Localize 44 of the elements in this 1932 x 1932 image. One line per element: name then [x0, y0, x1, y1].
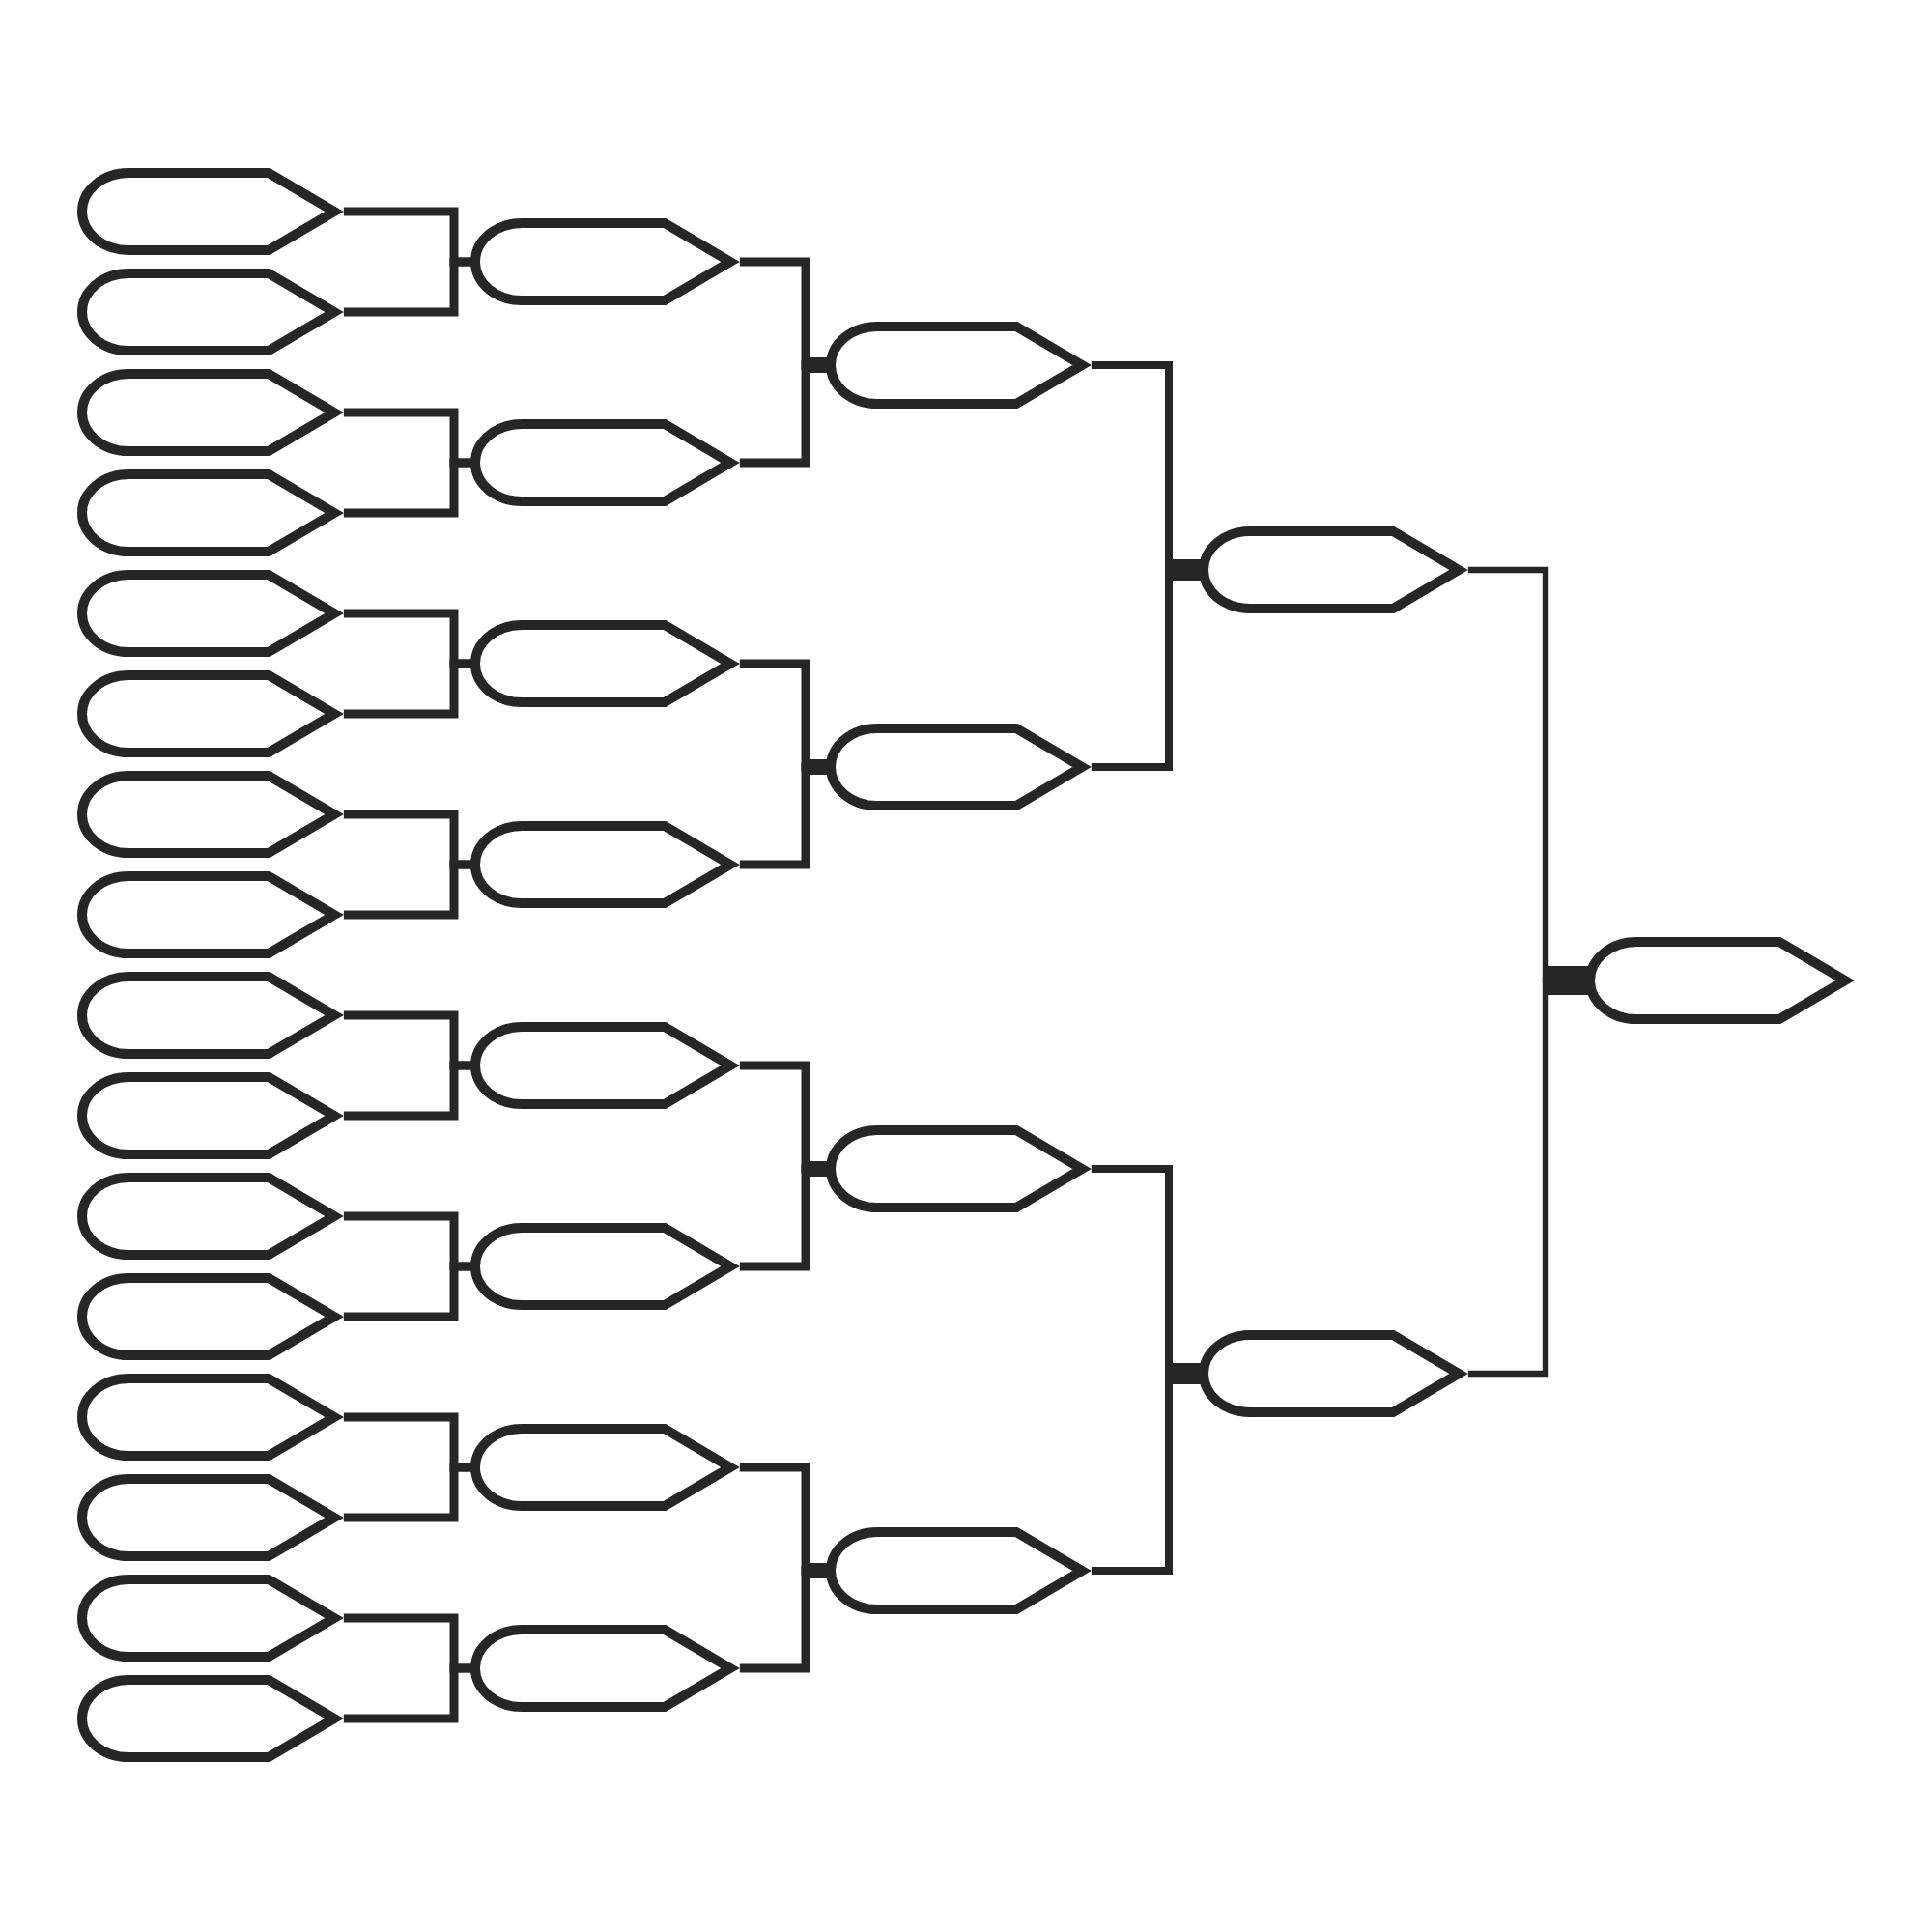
bracket-slot [77, 1072, 339, 1159]
bracket-slot [826, 1125, 1087, 1212]
bracket-slot [77, 168, 339, 255]
bracket-line [1467, 977, 1590, 1378]
bracket-slot [77, 1374, 339, 1461]
bracket-slot [470, 620, 735, 707]
bracket-slot [1585, 937, 1850, 1024]
bracket-line [343, 860, 475, 920]
bracket-slot [826, 1527, 1087, 1614]
bracket-slot [470, 1223, 735, 1310]
bracket-slot [77, 1273, 339, 1360]
bracket-line [343, 257, 475, 317]
bracket-slot [77, 1575, 339, 1662]
bracket-slot [77, 771, 339, 858]
bracket-slot [1199, 1330, 1463, 1418]
bracket-slot [826, 724, 1087, 810]
bracket-slot [470, 1022, 735, 1109]
bracket-slot [77, 269, 339, 355]
bracket-slot [77, 369, 339, 456]
bracket-slot [470, 218, 735, 305]
bracket-slot [77, 871, 339, 958]
bracket-slot [77, 972, 339, 1059]
bracket-slot [77, 570, 339, 657]
bracket-line [343, 1061, 475, 1121]
bracket-slot [470, 821, 735, 908]
bracket-slot [77, 1675, 339, 1763]
bracket-slot [77, 1474, 339, 1561]
bracket-line [739, 360, 831, 468]
bracket-slot [77, 670, 339, 757]
bracket-slot [1199, 526, 1463, 613]
bracket-line [343, 1663, 475, 1723]
bracket-slot [470, 419, 735, 506]
bracket-slot [826, 322, 1087, 409]
bracket-line [739, 1164, 831, 1271]
bracket-line [343, 458, 475, 518]
bracket-slot [470, 1424, 735, 1511]
bracket-slot [77, 469, 339, 556]
bracket-line [343, 659, 475, 719]
bracket-slot [77, 1173, 339, 1260]
bracket-slot [470, 1625, 735, 1712]
bracket-line [739, 762, 831, 869]
bracket-line [739, 1566, 831, 1673]
bracket-line [343, 1463, 475, 1522]
bracket-line [343, 1262, 475, 1321]
